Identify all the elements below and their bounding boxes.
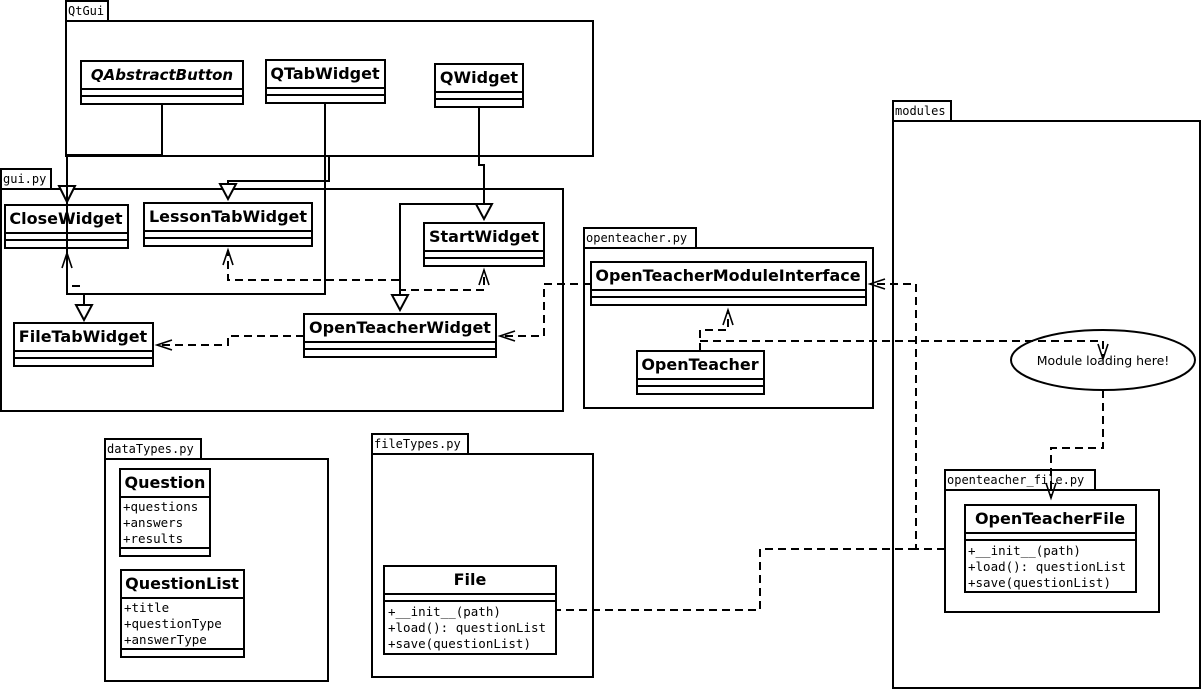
package-filetypes-label: fileTypes.py — [374, 437, 461, 451]
class-qtabwidget: QTabWidget — [265, 59, 386, 104]
class-lessontabwidget: LessonTabWidget — [143, 202, 313, 247]
class-openteacher: OpenTeacher — [636, 350, 765, 395]
dependency-interface-openteacherwidget — [497, 283, 591, 342]
generalization-filetabwidget-closewidget — [66, 155, 94, 323]
class-openteacherfile-name: OpenTeacherFile — [975, 509, 1125, 528]
class-openteacherfile-method: +__init__(path) — [968, 543, 1081, 558]
class-questionlist: QuestionList +title +questionType +answe… — [120, 569, 245, 658]
class-lessontabwidget-name: LessonTabWidget — [149, 207, 307, 226]
class-questionlist-attr: +title — [124, 600, 169, 615]
class-openteacherfile: OpenTeacherFile +__init__(path) +load():… — [964, 504, 1137, 593]
class-openteacherwidget: OpenTeacherWidget — [303, 313, 497, 358]
dependency-openteacherfile-interface — [867, 278, 945, 550]
dependency-openteacherwidget-lessontabwidget — [222, 247, 401, 292]
dependency-openteacher-note — [700, 340, 1109, 362]
generalization-startwidget-qwidget — [474, 107, 494, 222]
generalization-openteacherwidget-qwidget — [390, 203, 479, 313]
class-filetabwidget-name: FileTabWidget — [19, 327, 148, 346]
class-questionlist-attr: +questionType — [124, 616, 222, 631]
package-qtgui-label: QtGui — [68, 4, 104, 18]
class-question-attr: +questions — [123, 499, 198, 514]
class-question: Question +questions +answers +results — [119, 468, 211, 557]
package-openteacher-label: openteacher.py — [586, 231, 687, 245]
class-filetabwidget: FileTabWidget — [13, 322, 154, 367]
class-qwidget-name: QWidget — [440, 68, 518, 87]
class-file-method: +save(questionList) — [388, 636, 531, 651]
class-openteachermoduleinterface-name: OpenTeacherModuleInterface — [595, 266, 860, 285]
class-question-attr: +answers — [123, 515, 183, 530]
generalization-openteacherwidget-qtabwidget — [84, 103, 326, 295]
class-qwidget: QWidget — [434, 63, 524, 108]
dependency-openteacherwidget-startwidget — [399, 267, 490, 292]
class-startwidget-name: StartWidget — [429, 227, 539, 246]
dependency-filetabwidget-closewidget — [61, 250, 84, 287]
dependency-note-openteacherfile — [1045, 390, 1104, 501]
class-openteachermoduleinterface: OpenTeacherModuleInterface — [590, 261, 867, 306]
class-question-name: Question — [125, 473, 206, 492]
class-question-attr: +results — [123, 531, 183, 546]
class-file: File +__init__(path) +load(): questionLi… — [383, 565, 557, 655]
class-file-method: +__init__(path) — [388, 604, 501, 619]
generalization-lessontabwidget-qtabwidget — [218, 155, 330, 202]
class-openteacherfile-method: +load(): questionList — [968, 559, 1126, 574]
class-qabstractbutton-name: QAbstractButton — [91, 66, 233, 84]
class-openteacher-name: OpenTeacher — [641, 355, 758, 374]
class-startwidget: StartWidget — [423, 222, 545, 267]
package-gui-label: gui.py — [3, 172, 46, 186]
dependency-openteacherwidget-filetabwidget — [154, 335, 304, 351]
class-file-method: +load(): questionList — [388, 620, 546, 635]
package-openteacher-file-label: openteacher_file.py — [947, 473, 1084, 487]
class-openteacherfile-method: +save(questionList) — [968, 575, 1111, 590]
class-questionlist-name: QuestionList — [125, 574, 239, 593]
class-qtabwidget-name: QTabWidget — [270, 64, 380, 83]
class-questionlist-attr: +answerType — [124, 632, 207, 647]
dependency-openteacher-interface — [699, 307, 734, 351]
class-openteacherwidget-name: OpenTeacherWidget — [309, 318, 491, 337]
package-modules-label: modules — [895, 104, 946, 118]
package-datatypes-label: dataTypes.py — [107, 442, 194, 456]
dependency-openteacherfile-file — [556, 548, 916, 611]
class-qabstractbutton: QAbstractButton — [80, 60, 244, 105]
class-file-name: File — [454, 570, 487, 589]
